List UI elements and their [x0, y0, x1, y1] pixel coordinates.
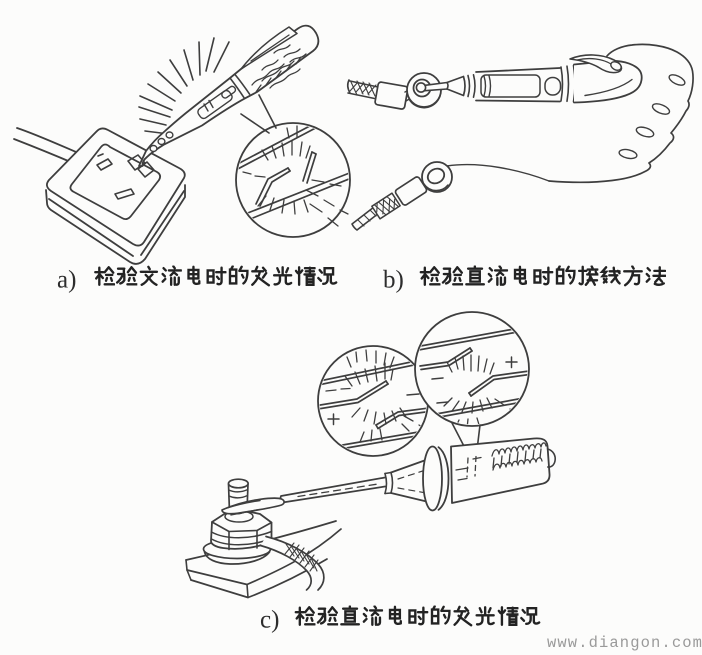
- svg-text:c): c): [260, 607, 279, 634]
- svg-text:b): b): [383, 267, 404, 294]
- svg-text:a): a): [57, 267, 76, 294]
- svg-text:www.diangon.com: www.diangon.com: [547, 634, 702, 652]
